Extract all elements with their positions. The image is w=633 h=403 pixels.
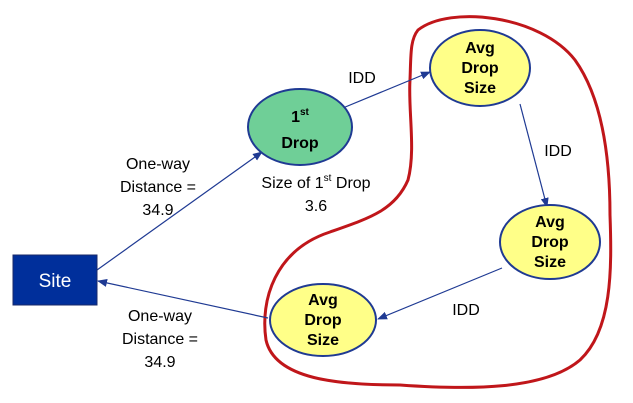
avg-right-line3: Size	[534, 254, 566, 271]
first-drop-size-suffix: Drop	[331, 175, 370, 192]
arrow-avg-bottom-to-site	[97, 279, 269, 319]
idd-label-bottom: IDD	[452, 302, 480, 319]
upper-distance-line3: 34.9	[142, 202, 173, 219]
avg-bottom-line1: Avg	[308, 292, 338, 309]
avg-drop-node-bottom[interactable]: Avg Drop Size	[269, 283, 377, 357]
arrow-site-to-first-drop	[96, 151, 263, 271]
avg-bottom-line2: Drop	[304, 312, 342, 329]
first-drop-sup: st	[300, 107, 310, 118]
idd-label-right: IDD	[544, 143, 572, 160]
avg-top-line3: Size	[464, 80, 496, 97]
idd-label-top: IDD	[348, 70, 376, 87]
avg-drop-node-right[interactable]: Avg Drop Size	[499, 204, 601, 280]
first-drop-size-prefix: Size of 1	[261, 175, 323, 192]
lower-distance-line3: 34.9	[144, 354, 175, 371]
first-drop-ellipse	[247, 88, 353, 166]
avg-right-line2: Drop	[531, 234, 569, 251]
first-drop-size-value: 3.6	[305, 198, 327, 215]
avg-right-line1: Avg	[535, 214, 565, 231]
arrow-avg-top-to-avg-right	[519, 103, 549, 208]
site-box	[12, 254, 98, 306]
lower-distance-line1: One-way	[128, 308, 192, 325]
arrow-first-drop-to-avg-top	[337, 71, 431, 111]
avg-drop-ellipse-bottom	[269, 283, 377, 357]
upper-distance-line1: One-way	[126, 156, 190, 173]
cluster-outline	[263, 15, 613, 389]
site-label: Site	[39, 271, 72, 292]
first-drop-label-word: Drop	[281, 135, 319, 152]
first-drop-size-sup: st	[324, 173, 332, 184]
first-drop-num: 1	[291, 109, 300, 126]
arrow-avg-right-to-avg-bottom	[377, 267, 503, 320]
avg-drop-node-top[interactable]: Avg Drop Size	[429, 29, 531, 107]
avg-drop-ellipse-right	[499, 204, 601, 280]
avg-bottom-line3: Size	[307, 332, 339, 349]
first-drop-node[interactable]: 1st Drop	[247, 88, 353, 166]
avg-drop-ellipse-top	[429, 29, 531, 107]
avg-top-line2: Drop	[461, 60, 499, 77]
avg-top-line1: Avg	[465, 40, 495, 57]
site-node[interactable]: Site	[12, 254, 98, 306]
first-drop-size-label: Size of 1st Drop	[261, 173, 370, 192]
lower-distance-line2: Distance =	[122, 331, 198, 348]
upper-distance-line2: Distance =	[120, 179, 196, 196]
first-drop-label-top: 1st	[291, 107, 309, 126]
